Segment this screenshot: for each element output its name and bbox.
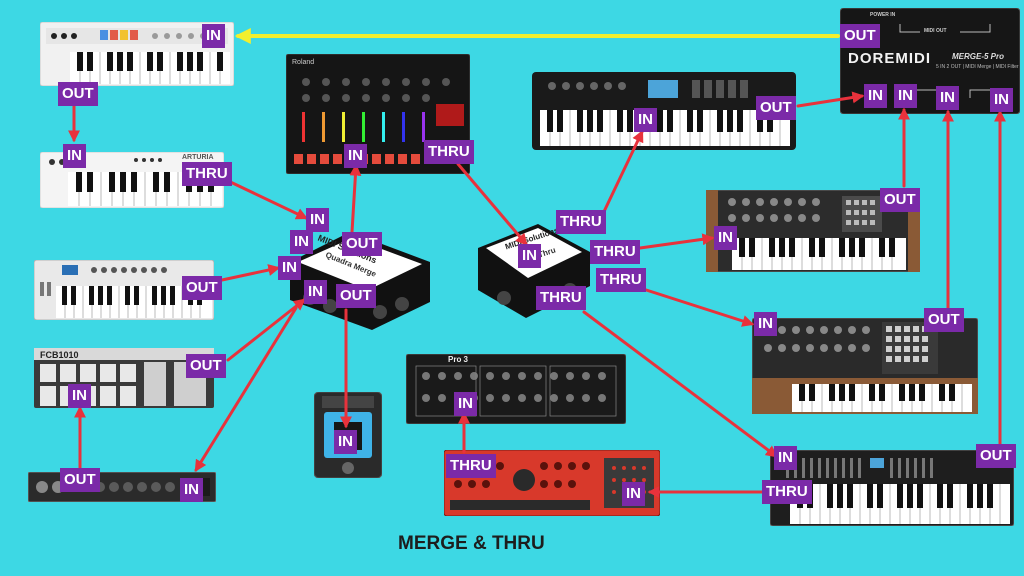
label-deepmind-thru: THRU	[762, 480, 812, 504]
label-polybrute-in: IN	[714, 226, 737, 250]
label-drum-in: IN	[344, 144, 367, 168]
label-doremidi-in1: IN	[864, 84, 887, 108]
label-merge-in2: IN	[290, 230, 313, 254]
label-kbd2-in: IN	[63, 144, 86, 168]
label-merge-out2: OUT	[336, 284, 376, 308]
cable-thrubox-to-deepmind	[582, 310, 778, 458]
label-kbd1-out: OUT	[58, 82, 98, 106]
cable-thrubox-to-yamaha	[598, 129, 644, 222]
label-matrixbrute-in: IN	[754, 312, 777, 336]
label-thrubox-in: IN	[518, 244, 541, 268]
cable-kbd3-to-merge	[220, 264, 281, 282]
label-doremidi-in2: IN	[894, 84, 917, 108]
label-deepmind-out: OUT	[976, 444, 1016, 468]
label-doremidi-out: OUT	[840, 24, 880, 48]
label-fcb-out: OUT	[186, 354, 226, 378]
label-polybrute-out: OUT	[880, 188, 920, 212]
label-yamaha-out: OUT	[756, 96, 796, 120]
audio-interface	[28, 472, 216, 502]
label-thrubox-thru3: THRU	[596, 268, 646, 292]
cable-thrubox-to-matrixbrute	[638, 286, 755, 327]
keyboard-top-left	[40, 22, 234, 86]
label-thrubox-thru2: THRU	[590, 240, 640, 264]
cable-fcb-to-merge	[226, 298, 306, 362]
label-merge-in1: IN	[306, 208, 329, 232]
synth-deepmind	[770, 450, 1014, 526]
cable-thrubox-to-polybrute	[638, 233, 715, 250]
label-red-in: IN	[622, 482, 645, 506]
synth-polybrute	[706, 190, 920, 272]
pro3-brand: Pro 3	[448, 355, 469, 364]
doremidi-spec: 5 IN 2 OUT | MIDI Merge | MIDI Filter	[936, 64, 1019, 70]
doremidi-brand: DOREMIDI	[848, 50, 931, 67]
label-drum-thru: THRU	[424, 140, 474, 164]
label-matrixbrute-out: OUT	[924, 308, 964, 332]
keyboard-grey	[34, 260, 214, 320]
cable-kbd2-to-merge	[220, 176, 309, 220]
label-kbd3-out: OUT	[182, 276, 222, 300]
label-doremidi-in3: IN	[936, 86, 959, 110]
label-deepmind-in: IN	[774, 446, 797, 470]
cable-merge-to-drum	[349, 163, 362, 234]
label-kbd1-in: IN	[202, 24, 225, 48]
label-kbd2-thru: THRU	[182, 162, 232, 186]
svg-text:FCB1010: FCB1010	[40, 350, 79, 360]
svg-text:Roland: Roland	[292, 59, 314, 66]
label-fcb-in: IN	[68, 384, 91, 408]
label-yamaha-in: IN	[634, 108, 657, 132]
label-audio-in: IN	[180, 478, 203, 502]
keyboard-yamaha	[532, 72, 796, 150]
doremidi-midiout-text: MIDI OUT	[924, 28, 947, 34]
label-audio-out: OUT	[60, 468, 100, 492]
synth-matrixbrute	[752, 318, 978, 414]
label-merge-out: OUT	[342, 232, 382, 256]
cable-merge-to-audio	[194, 306, 298, 473]
synth-red	[444, 450, 660, 516]
arturia-brand-text: ARTURIA	[182, 154, 214, 161]
label-thrubox-thru1: THRU	[556, 210, 606, 234]
label-looper-in: IN	[334, 430, 357, 454]
label-thrubox-thru4: THRU	[536, 286, 586, 310]
foot-controller: FCB1010	[34, 348, 214, 408]
label-doremidi-in4: IN	[990, 88, 1013, 112]
cable-drum-to-thrubox	[456, 162, 528, 246]
diagram-caption: MERGE & THRU	[398, 533, 545, 554]
label-red-thru: THRU	[446, 454, 496, 478]
label-merge-in4: IN	[304, 280, 327, 304]
label-merge-in3: IN	[278, 256, 301, 280]
doremidi-model: MERGE-5 Pro	[952, 52, 1005, 61]
label-pro3-in: IN	[454, 392, 477, 416]
cable-yamaha-to-doremidi	[796, 91, 865, 108]
doremidi-power-text: POWER IN	[870, 12, 896, 18]
